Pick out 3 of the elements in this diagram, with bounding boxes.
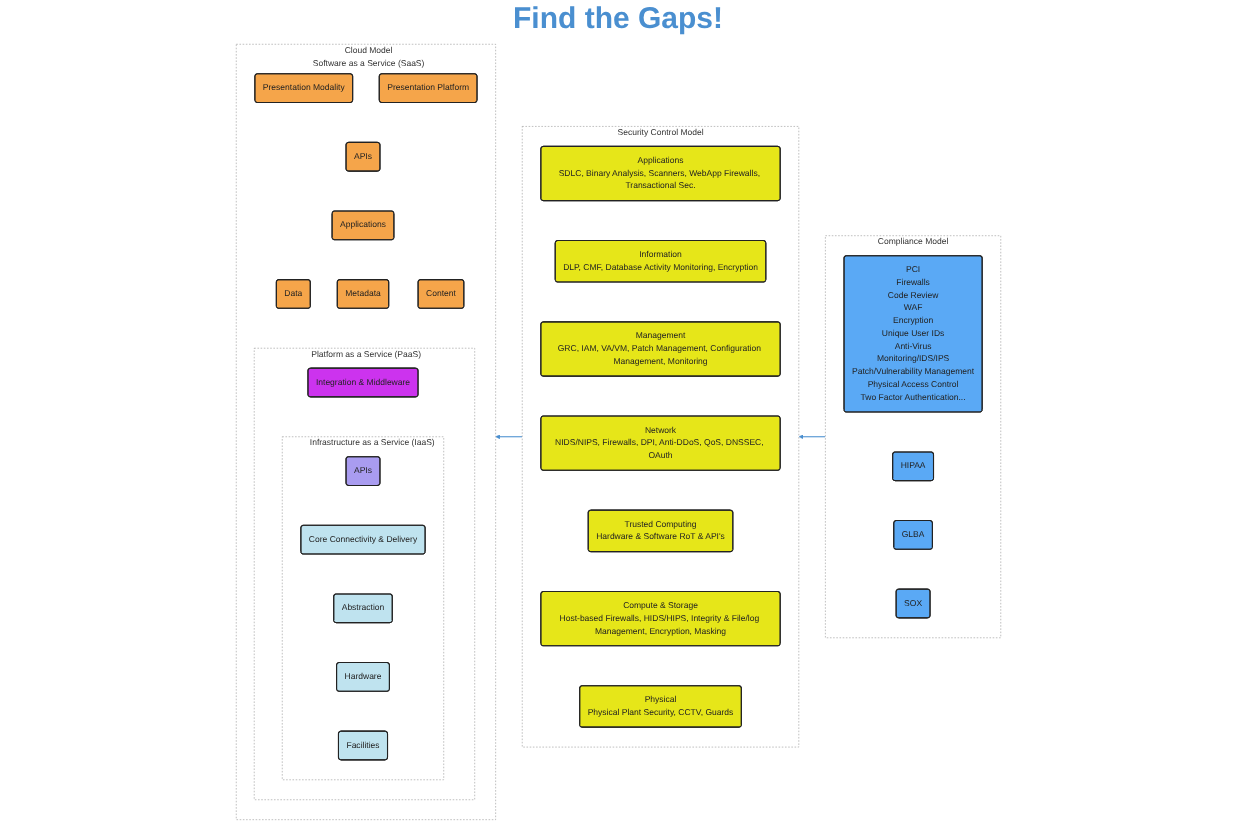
arrow (494, 434, 523, 440)
heading-text: Find the Gaps! (513, 2, 723, 36)
arrow (798, 434, 826, 440)
